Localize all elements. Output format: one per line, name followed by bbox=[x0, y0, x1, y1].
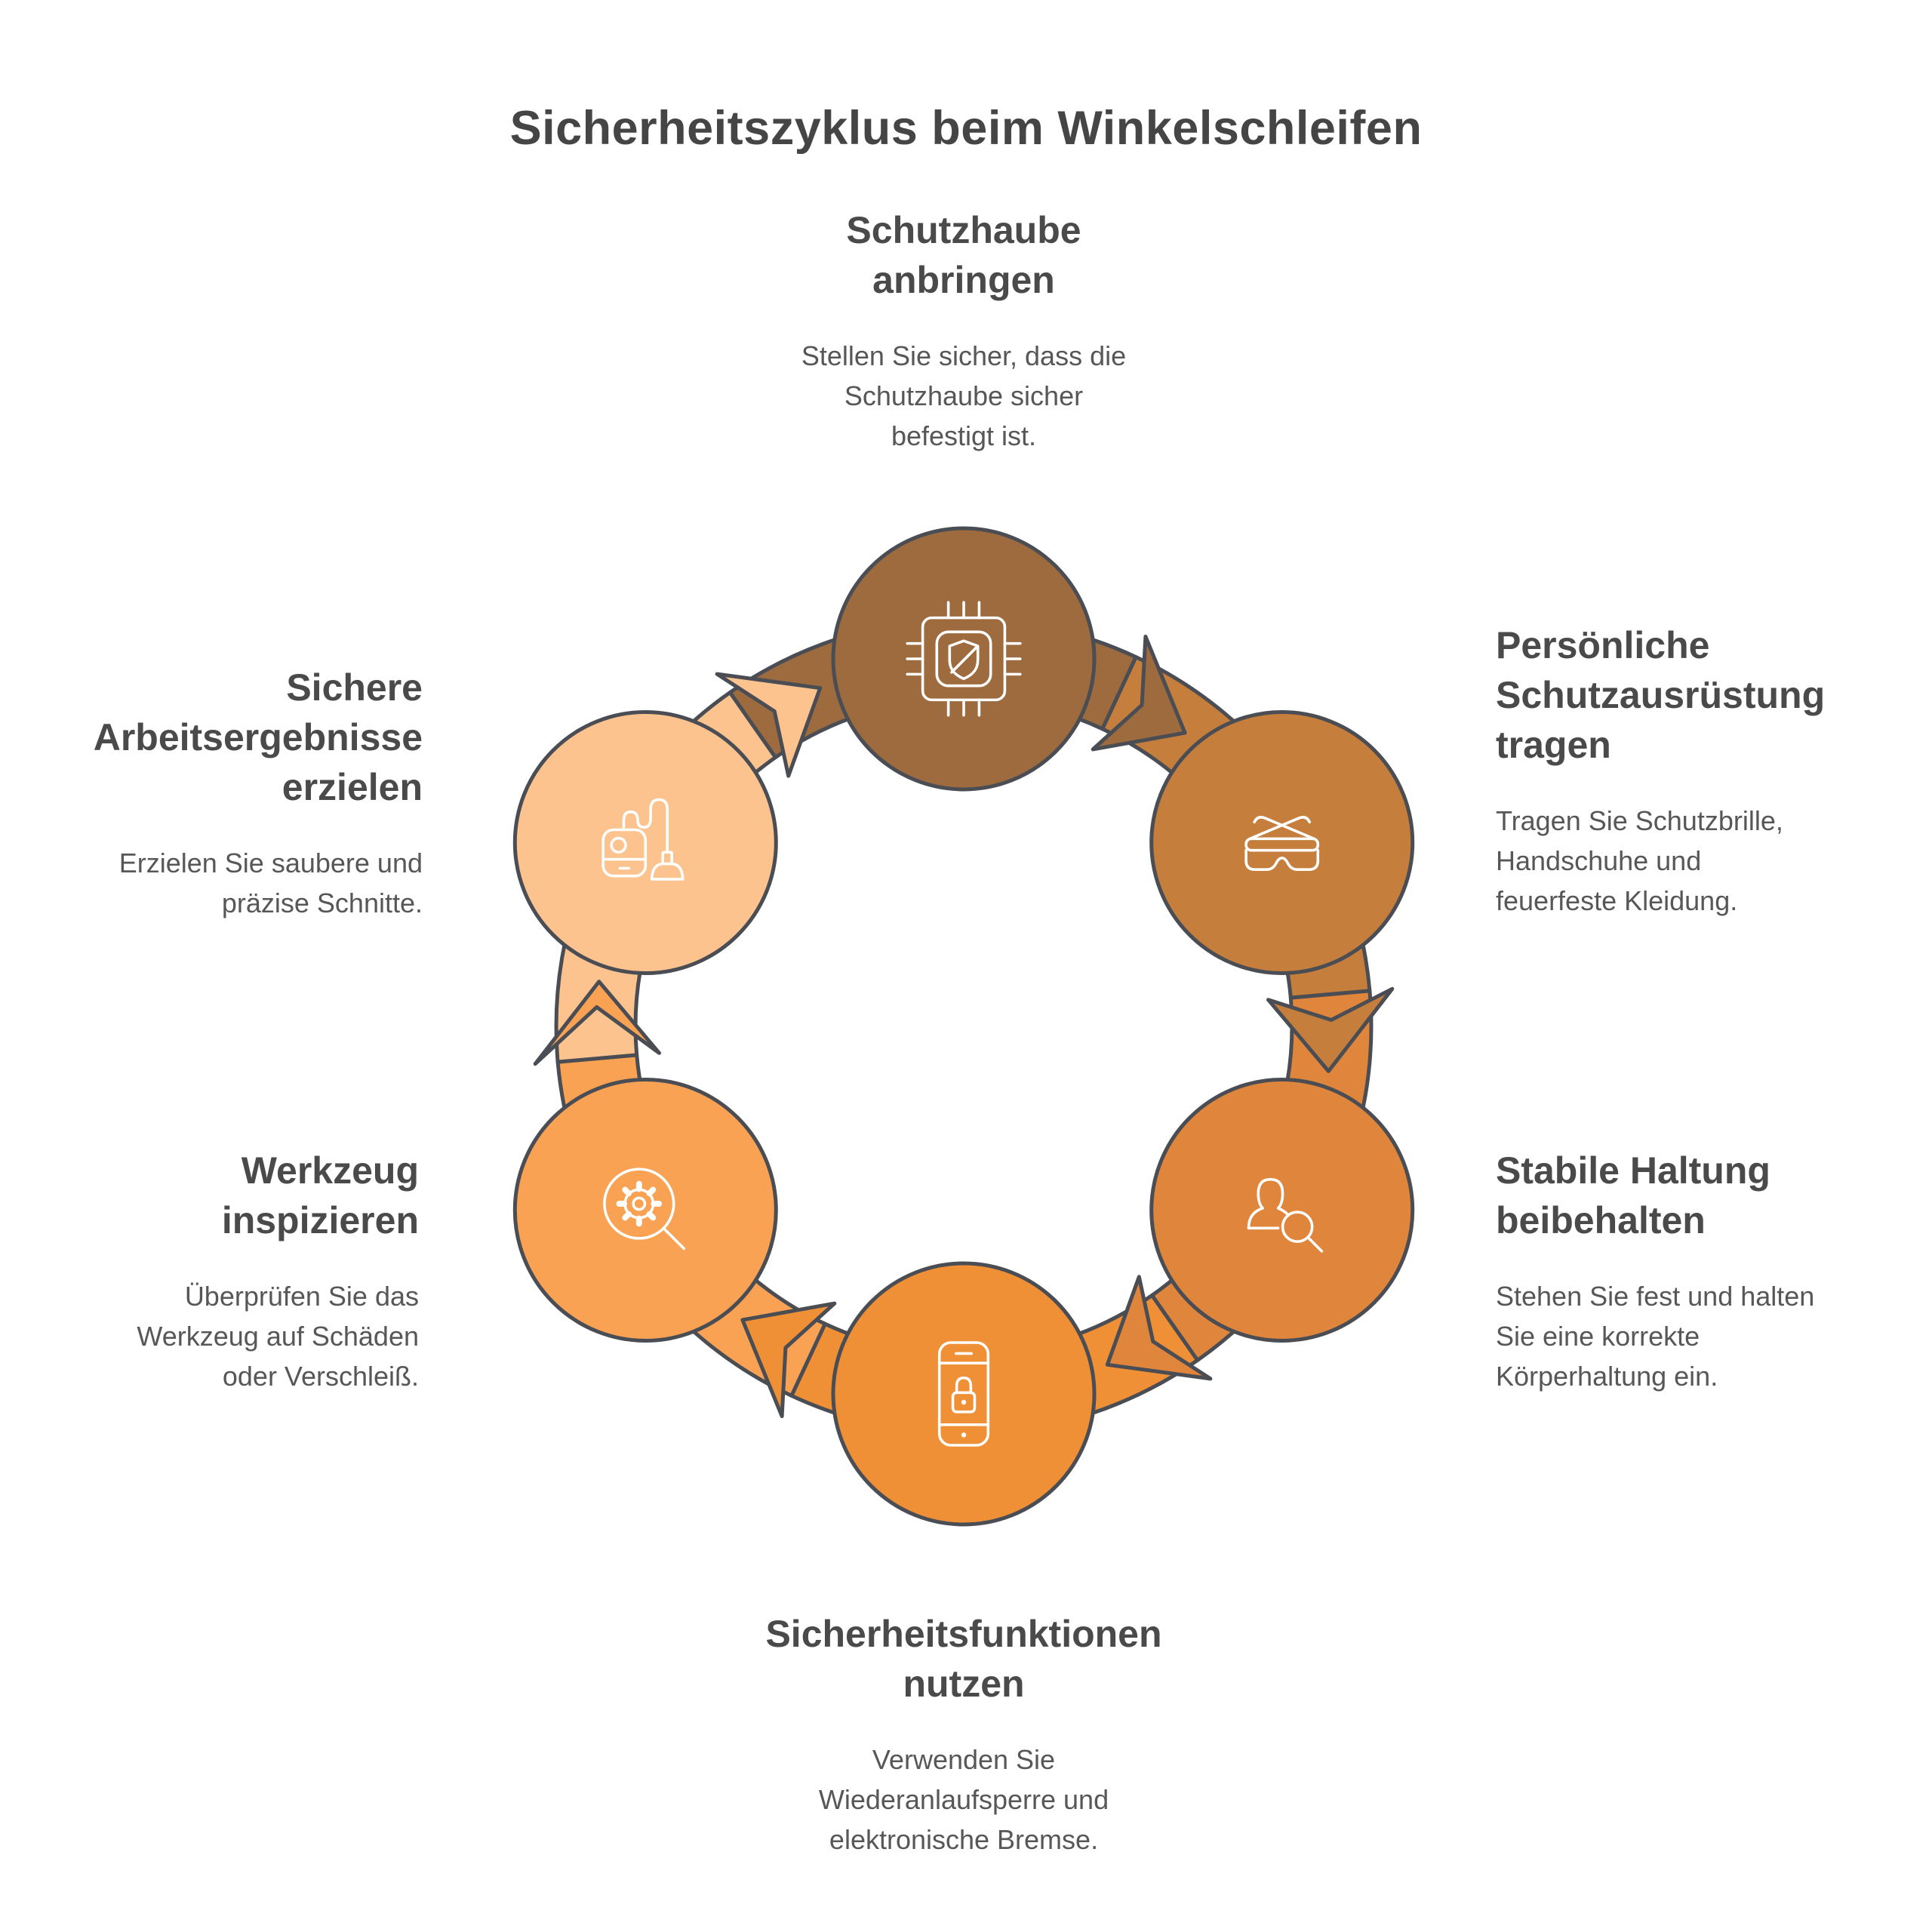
step-heading-schutzhaube: Schutzhaube anbringen bbox=[846, 209, 1081, 301]
cycle-arrows bbox=[533, 634, 1395, 1419]
node-circle-schutzausruestung bbox=[1149, 710, 1415, 975]
step-description-haltung: Stehen Sie fest und halten Sie eine korr… bbox=[1496, 1281, 1815, 1392]
arrow-step3-to-step4-icon bbox=[1105, 1275, 1213, 1381]
gear-magnifier-icon bbox=[603, 1168, 686, 1251]
node-circle-werkzeug bbox=[512, 1078, 778, 1343]
step-description-schutzhaube: Stellen Sie sicher, dass die Schutzhaube… bbox=[801, 340, 1127, 451]
arrow-step4-to-step5-icon bbox=[740, 1301, 837, 1419]
page-title: Sicherheitszyklus beim Winkelschleifen bbox=[509, 102, 1423, 155]
chip-shield-icon bbox=[906, 601, 1022, 717]
person-magnifier-icon bbox=[1247, 1177, 1324, 1253]
step-heading-schutzausruestung: Persönliche Schutzausrüstung tragen bbox=[1496, 624, 1826, 766]
arrow-step2-to-step3-icon bbox=[1266, 986, 1395, 1073]
phone-lock-icon bbox=[937, 1341, 990, 1447]
step-block-haltung: Stabile Haltung beibehalten Stehen Sie f… bbox=[1496, 1146, 1932, 1397]
arrow-step1-to-step2-icon bbox=[1091, 634, 1187, 752]
step-block-schutzausruestung: Persönliche Schutzausrüstung tragen Trag… bbox=[1496, 620, 1932, 921]
safety-goggles-icon bbox=[1244, 816, 1320, 871]
arrow-step6-to-step1-icon bbox=[715, 672, 823, 778]
step-description-arbeitsergebnisse: Erzielen Sie saubere und präzise Schnitt… bbox=[118, 848, 423, 918]
step-heading-sicherheitsfunktionen: Sicherheitsfunktionen nutzen bbox=[765, 1613, 1162, 1705]
step-heading-haltung: Stabile Haltung beibehalten bbox=[1496, 1149, 1770, 1241]
step-block-werkzeug: Werkzeug inspizieren Überprüfen Sie das … bbox=[19, 1146, 419, 1397]
step-block-sicherheitsfunktionen: Sicherheitsfunktionen nutzen Verwenden S… bbox=[632, 1609, 1296, 1860]
step-description-sicherheitsfunktionen: Verwenden Sie Wiederanlaufsperre und ele… bbox=[818, 1744, 1109, 1855]
step-description-schutzausruestung: Tragen Sie Schutzbrille, Handschuhe und … bbox=[1496, 805, 1783, 916]
arrow-step5-to-step6-icon bbox=[533, 980, 661, 1066]
vacuum-cleaner-icon bbox=[601, 798, 685, 881]
step-description-werkzeug: Überprüfen Sie das Werkzeug auf Schäden … bbox=[137, 1281, 419, 1392]
step-block-arbeitsergebnisse: Sichere Arbeitsergebnisse erzielen Erzie… bbox=[26, 663, 423, 924]
step-heading-arbeitsergebnisse: Sichere Arbeitsergebnisse erzielen bbox=[93, 666, 423, 808]
step-block-schutzhaube: Schutzhaube anbringen Stellen Sie sicher… bbox=[662, 205, 1266, 457]
step-heading-werkzeug: Werkzeug inspizieren bbox=[221, 1149, 419, 1241]
